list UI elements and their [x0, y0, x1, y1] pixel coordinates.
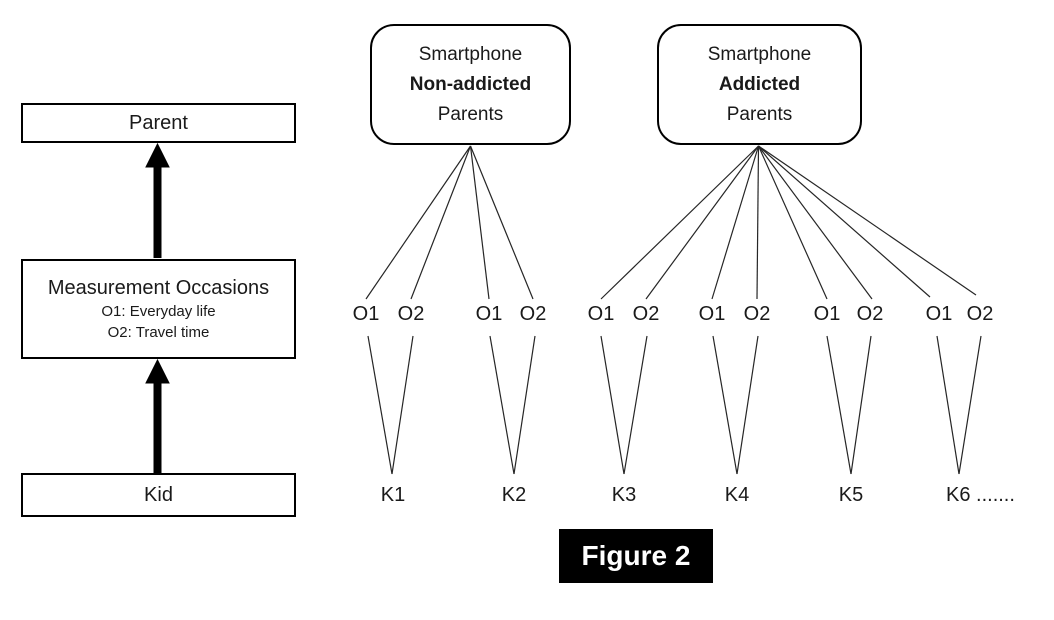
occasion-label-k5-o2: O2: [856, 303, 884, 325]
occasion-label-k1-o2: O2: [397, 303, 425, 325]
kid-label-k2: K2: [501, 484, 527, 506]
group2-line2: Addicted: [718, 73, 801, 95]
occasion-label-k6-o2: O2: [966, 303, 994, 325]
kid-label-k4: K4: [724, 484, 750, 506]
group1-line1: Smartphone: [418, 43, 523, 65]
figure-caption: Figure 2: [559, 529, 713, 583]
measurement-occasions-title: Measurement Occasions: [47, 277, 270, 299]
occasion-label-k2-o2: O2: [519, 303, 547, 325]
group2-line3: Parents: [726, 103, 793, 125]
kid-label-k1: K1: [380, 484, 406, 506]
fan-lines-addicted: [600, 145, 977, 300]
occasion-1-definition: O1: Everyday life: [101, 303, 216, 320]
v-lines-k5: [826, 335, 872, 475]
occasion-label-k6-o1: O1: [925, 303, 953, 325]
up-arrow-measurement-to-parent: [145, 142, 170, 258]
occasion-label-k1-o1: O1: [352, 303, 380, 325]
kid-box-label: Kid: [144, 484, 173, 506]
group1-line2: Non-addicted: [409, 73, 532, 95]
kid-label-k3: K3: [611, 484, 637, 506]
group2-line1: Smartphone: [707, 43, 812, 65]
v-lines-k1: [367, 335, 414, 475]
up-arrow-kid-to-measurement: [145, 358, 170, 473]
measurement-occasions-box: Measurement Occasions O1: Everyday life …: [21, 259, 296, 359]
figure-caption-text: Figure 2: [581, 540, 691, 571]
occasion-label-k4-o1: O1: [698, 303, 726, 325]
fan-lines-nonaddicted: [365, 145, 534, 300]
parent-box-label: Parent: [129, 112, 188, 134]
group1-line3: Parents: [437, 103, 504, 125]
kid-box: Kid: [21, 473, 296, 517]
parent-box: Parent: [21, 103, 296, 143]
occasion-label-k5-o1: O1: [813, 303, 841, 325]
group-box-addicted-parents: Smartphone Addicted Parents: [657, 24, 862, 145]
occasion-label-k2-o1: O1: [475, 303, 503, 325]
v-lines-k2: [489, 335, 536, 475]
v-lines-k3: [600, 335, 648, 475]
occasion-label-k4-o2: O2: [743, 303, 771, 325]
v-lines-k6: [936, 335, 982, 475]
kid-label-k6: K6 .......: [946, 484, 1015, 506]
occasion-label-k3-o2: O2: [632, 303, 660, 325]
kid-label-k5: K5: [838, 484, 864, 506]
occasion-label-k3-o1: O1: [587, 303, 615, 325]
v-lines-k4: [712, 335, 759, 475]
occasion-2-definition: O2: Travel time: [107, 324, 210, 341]
group-box-nonaddicted-parents: Smartphone Non-addicted Parents: [370, 24, 571, 145]
